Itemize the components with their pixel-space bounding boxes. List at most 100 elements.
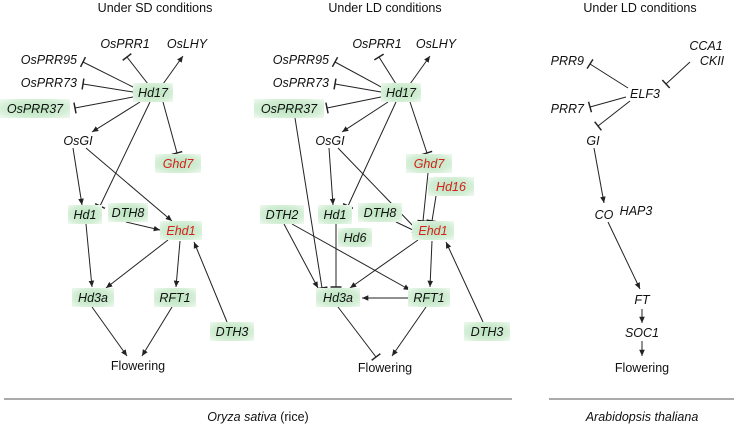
sd-edge-osgi-ehd1 [85, 147, 173, 222]
ld-edge-dth8-ehd1 [395, 221, 419, 237]
sd-edge-hd17-lhy [162, 55, 184, 85]
ld-box-osprr37 [254, 99, 324, 118]
ld-edge-rft1-flowering [391, 306, 427, 357]
sd-box-ehd1 [160, 221, 202, 240]
ld-box-dth3 [464, 322, 510, 341]
sd-edge-rft1-flowering [141, 306, 173, 357]
ld-edge-hd17-osgi [341, 101, 389, 133]
ld-edge-osgi-ehd1 [337, 147, 421, 234]
sd-node-dth3: DTH3 [216, 325, 249, 339]
sd-nodes: OsPRR95 OsPRR1 OsLHY OsPRR73 Hd17 OsPRR3… [0, 37, 254, 373]
sd-node-hd17: Hd17 [138, 86, 169, 100]
ld-box-hd6 [338, 228, 372, 247]
sd-edge-hd17-ghd7 [162, 101, 183, 156]
ld-node-hd16: Hd16 [436, 180, 466, 194]
sd-node-ghd7: Ghd7 [163, 157, 195, 171]
sd-node-ehd1: Ehd1 [166, 224, 195, 238]
ara-edge-co-ft [607, 221, 641, 290]
ld-edge-ghd7-ehd1 [417, 172, 429, 223]
ld-node-oslhy: OsLHY [416, 37, 458, 51]
sd-edge-dth3-ehd1 [193, 241, 228, 323]
arabidopsis-caption: Arabidopsis thaliana [585, 410, 699, 424]
ara-node-prr7: PRR7 [551, 102, 585, 116]
ld-node-hd1: Hd1 [324, 208, 347, 222]
sd-edge-hd3a-flowering [91, 306, 128, 357]
ld-node-osprr37: OsPRR37 [261, 102, 318, 116]
sd-edges [72, 53, 228, 357]
sd-node-osprr95: OsPRR95 [21, 53, 77, 67]
sd-edge-dth8-ehd1 [125, 221, 161, 232]
ara-node-prr9: PRR9 [551, 54, 584, 68]
sd-edge-hd17-prr37 [73, 96, 134, 114]
ld-box-hd1 [318, 205, 352, 224]
sd-edge-hd1-hd3a [85, 223, 95, 288]
ld-box-hd3a [316, 288, 360, 307]
sd-node-osprr1: OsPRR1 [100, 37, 149, 51]
ld-box-dth2 [260, 205, 304, 224]
sd-node-rft1: RFT1 [159, 291, 190, 305]
ld-node-flowering: Flowering [358, 361, 412, 375]
ara-node-hap3: HAP3 [620, 204, 653, 218]
ld-node-rft1: RFT1 [413, 291, 444, 305]
sd-edge-hd17-prr73 [81, 78, 134, 93]
ara-edges [586, 58, 691, 356]
ld-box-dth8 [358, 203, 402, 222]
ld-node-dth3: DTH3 [471, 325, 504, 339]
ld-edge-hd3a-flowering [337, 306, 381, 361]
ld-edge-prr37-hd3a [294, 117, 328, 290]
sd-node-oslhy: OsLHY [167, 37, 209, 51]
sd-edge-hd17-prr95 [79, 56, 136, 89]
ld-edge-hd17-lhy [409, 55, 431, 85]
ld-box-rft1 [408, 288, 450, 307]
sd-box-ghd7 [155, 154, 201, 173]
sd-node-flowering: Flowering [111, 359, 165, 373]
ld-nodes: OsPRR95 OsPRR1 OsLHY OsPRR73 Hd17 OsPRR3… [254, 37, 510, 375]
sd-edge-hd17-prr1 [122, 53, 149, 85]
ld-edge-ehd1-hd3a [349, 239, 419, 289]
sd-edge-hd17-hd1 [94, 101, 151, 210]
sd-node-osprr37: OsPRR37 [7, 102, 64, 116]
sd-node-dth8: DTH8 [112, 206, 145, 220]
ld-edge-hd17-ghd7 [409, 101, 433, 156]
ld-edge-dth2-rft1 [291, 223, 411, 291]
ld-node-hd6: Hd6 [344, 231, 367, 245]
ld-edge-hd17-prr1 [373, 53, 397, 85]
ld-edge-osgi-hd1 [328, 147, 336, 206]
ara-node-gi: GI [586, 134, 600, 148]
sd-box-hd17 [133, 83, 173, 102]
sd-box-dth8 [108, 203, 148, 222]
ara-node-elf3: ELF3 [630, 87, 660, 101]
panel-title-arabidopsis: Under LD conditions [583, 1, 696, 15]
rice-caption-species: Oryza sativa [207, 410, 277, 424]
ara-node-ckii: CKII [700, 54, 725, 68]
panel-title-sd: Under SD conditions [98, 1, 213, 15]
ld-edge-hd17-prr37 [325, 96, 382, 114]
sd-box-rft1 [154, 288, 196, 307]
sd-edge-ehd1-rft1 [173, 240, 181, 288]
ld-node-osprr1: OsPRR1 [352, 37, 401, 51]
ld-node-hd17: Hd17 [386, 86, 417, 100]
sd-box-hd3a [72, 288, 114, 307]
ld-node-dth8: DTH8 [364, 206, 397, 220]
ara-node-flowering: Flowering [615, 361, 669, 375]
ara-nodes: PRR9 CCA1 CKII ELF3 PRR7 GI CO HAP3 FT S… [551, 39, 725, 375]
ld-node-osprr73: OsPRR73 [273, 76, 329, 90]
sd-node-hd1: Hd1 [74, 208, 97, 222]
sd-node-osgi: OsGI [63, 134, 93, 148]
ara-edge-cca1-elf3 [661, 61, 691, 89]
ld-node-hd3a: Hd3a [323, 291, 353, 305]
sd-box-hd1 [68, 205, 102, 224]
ld-edge-hd17-prr95 [331, 56, 384, 89]
ara-node-cca1: CCA1 [689, 39, 722, 53]
sd-edge-osgi-hd1 [72, 147, 84, 206]
ld-edge-dth2-hd3a [283, 223, 319, 289]
sd-box-osprr37 [0, 99, 70, 118]
ld-node-osprr95: OsPRR95 [273, 53, 329, 67]
ld-node-ehd1: Ehd1 [418, 224, 447, 238]
ld-box-ehd1 [412, 221, 454, 240]
panel-title-ld: Under LD conditions [328, 1, 441, 15]
ld-node-ghd7: Ghd7 [414, 157, 446, 171]
ara-node-co: CO [595, 208, 614, 222]
rice-caption-common: (rice) [277, 410, 309, 424]
